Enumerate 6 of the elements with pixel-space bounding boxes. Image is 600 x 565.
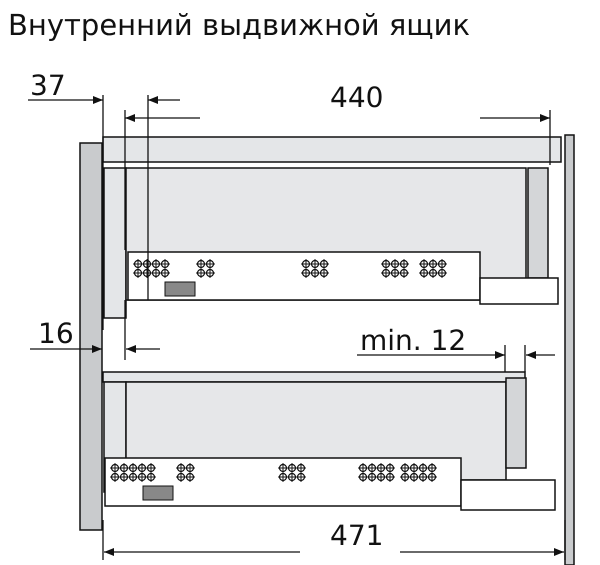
diagram-title: Внутренний выдвижной ящик (8, 8, 470, 42)
dimension-label: 440 (330, 84, 384, 112)
dimension-label: 16 (38, 320, 74, 348)
dimension-label: min. 12 (360, 327, 466, 355)
dimension-label: 471 (330, 522, 384, 550)
dimension-label: 37 (30, 72, 66, 100)
